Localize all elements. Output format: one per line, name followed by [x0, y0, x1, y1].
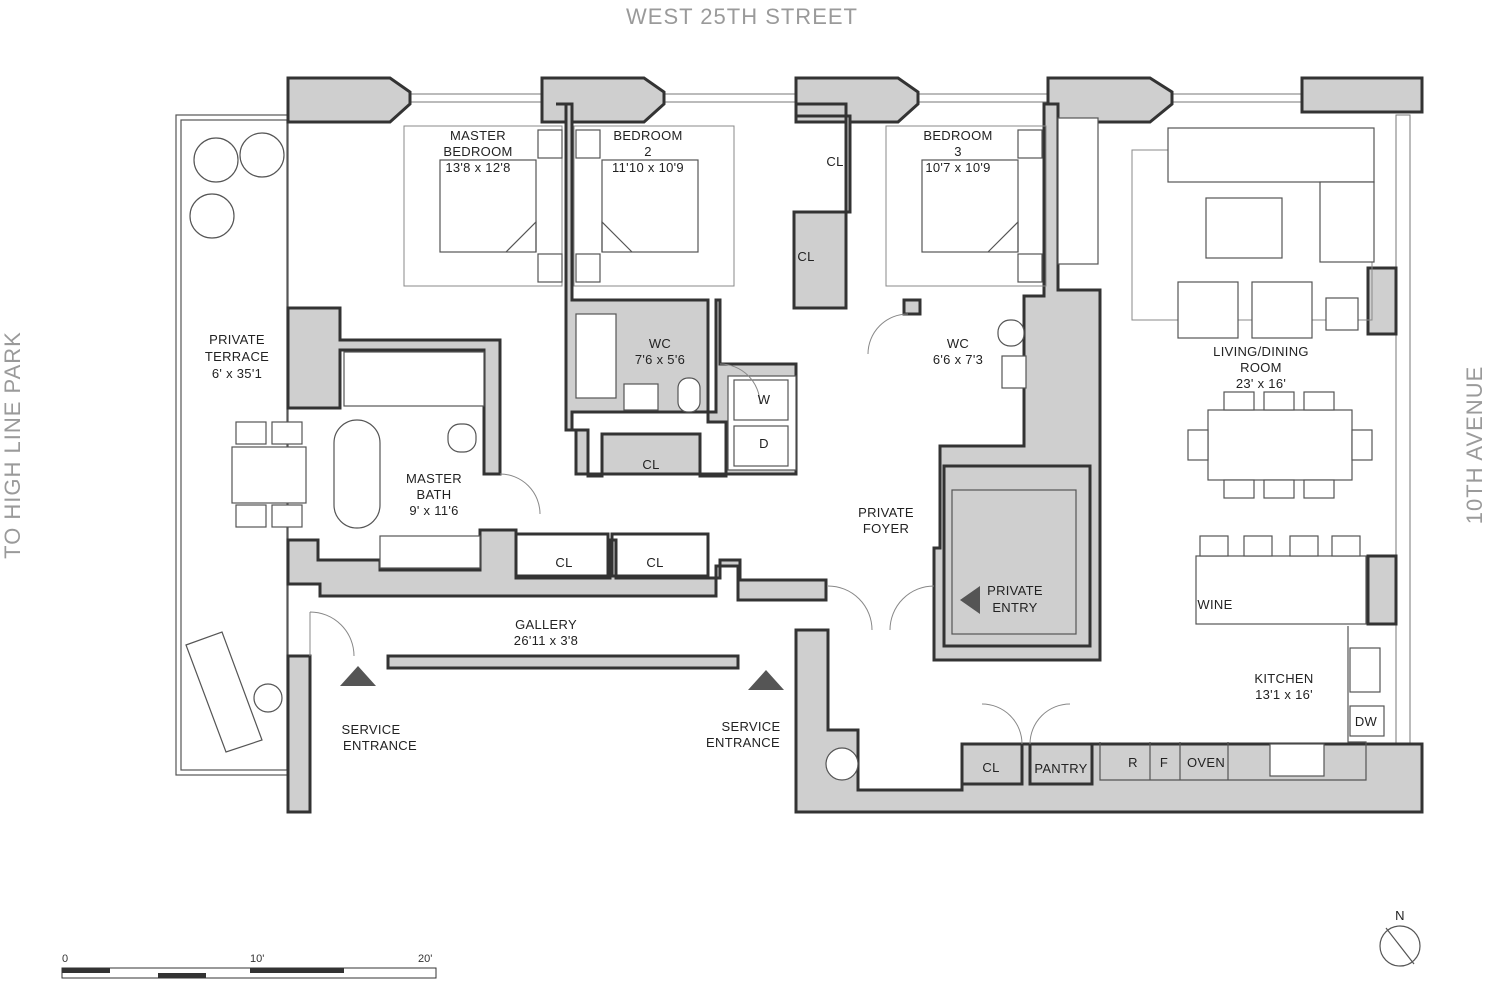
kitchen-dims: 13'1 x 16': [1255, 687, 1313, 702]
wc2-name: WC: [947, 336, 969, 351]
room-master-bedroom: MASTER BEDROOM 13'8 x 12'8: [443, 128, 512, 175]
wc1-dims: 7'6 x 5'6: [635, 352, 685, 367]
street-label-west: TO HIGH LINE PARK: [0, 331, 25, 559]
living-dining-name-2: ROOM: [1240, 360, 1282, 375]
gallery-name: GALLERY: [515, 617, 577, 632]
bedroom3-name-1: BEDROOM: [923, 128, 992, 143]
scale-bar: 0 10' 20': [61, 953, 437, 979]
closet-label-center: CL: [642, 457, 659, 472]
master-bedroom-name-2: BEDROOM: [443, 144, 512, 159]
interior-lines: [309, 117, 1385, 786]
living-dining-dims: 23' x 16': [1236, 376, 1286, 391]
foyer-name-1: PRIVATE: [858, 505, 914, 520]
closet-label-bottom: CL: [982, 760, 999, 775]
terrace-name-1: PRIVATE: [209, 332, 265, 347]
bedroom3-name-2: 3: [954, 144, 962, 159]
wine-label: WINE: [1197, 597, 1232, 612]
oven-label: OVEN: [1187, 755, 1225, 770]
bedroom3-dims: 10'7 x 10'9: [925, 160, 990, 175]
living-dining-name-1: LIVING/DINING: [1213, 344, 1309, 359]
washer-label: W: [758, 392, 771, 407]
bedroom2-name-2: 2: [644, 144, 652, 159]
room-bedroom-2: BEDROOM 2 11'10 x 10'9: [612, 128, 684, 175]
bedroom2-dims: 11'10 x 10'9: [612, 160, 684, 175]
service-entrance-right-name-2: ENTRANCE: [706, 735, 780, 750]
service-entrance-left-name-2: ENTRANCE: [343, 738, 417, 753]
dryer-label: D: [759, 436, 769, 451]
north-arrow-icon: [1385, 927, 1415, 965]
room-living-dining: LIVING/DINING ROOM 23' x 16': [1213, 344, 1309, 391]
service-entrance-left: SERVICE ENTRANCE: [342, 722, 417, 753]
scale-tick-10: 10': [250, 953, 264, 965]
north-label: N: [1395, 908, 1405, 923]
private-entry-name-1: PRIVATE: [987, 583, 1043, 598]
wc1-name: WC: [649, 336, 671, 351]
room-master-bath: MASTER BATH 9' x 11'6: [406, 471, 462, 518]
master-bath-name-2: BATH: [417, 487, 452, 502]
street-label-east: 10TH AVENUE: [1462, 366, 1487, 525]
master-bath-name-1: MASTER: [406, 471, 462, 486]
room-private-entry: PRIVATE ENTRY: [987, 583, 1043, 615]
gallery-dims: 26'11 x 3'8: [514, 633, 578, 648]
service-entrance-left-arrow: [340, 666, 376, 686]
private-terrace-area: [175, 114, 307, 776]
room-private-foyer: PRIVATE FOYER: [858, 505, 914, 536]
wc2-dims: 6'6 x 7'3: [933, 352, 983, 367]
private-entry-arrow: [960, 586, 980, 614]
closet-label-left: CL: [555, 555, 572, 570]
room-kitchen: KITCHEN 13'1 x 16': [1254, 671, 1313, 702]
terrace-dims: 6' x 35'1: [212, 366, 262, 381]
street-label-north: WEST 25TH STREET: [626, 4, 858, 29]
room-wc-2: WC 6'6 x 7'3: [933, 336, 983, 367]
service-entrance-right-name-1: SERVICE: [722, 719, 781, 734]
room-gallery: GALLERY 26'11 x 3'8: [514, 617, 578, 648]
bedroom2-name-1: BEDROOM: [613, 128, 682, 143]
dishwasher-label: DW: [1355, 714, 1378, 729]
master-bedroom-dims: 13'8 x 12'8: [445, 160, 510, 175]
service-entrance-left-name-1: SERVICE: [342, 722, 401, 737]
terrace-name-2: TERRACE: [205, 349, 269, 364]
room-bedroom-3: BEDROOM 3 10'7 x 10'9: [923, 128, 992, 175]
pantry-label: PANTRY: [1034, 761, 1087, 776]
north-arrow: N: [1379, 908, 1421, 967]
refrigerator-label: R: [1128, 755, 1138, 770]
closet-label-top: CL: [826, 154, 843, 169]
foyer-name-2: FOYER: [863, 521, 909, 536]
room-wc-1: WC 7'6 x 5'6: [635, 336, 685, 367]
private-entry-name-2: ENTRY: [992, 600, 1037, 615]
kitchen-name: KITCHEN: [1254, 671, 1313, 686]
scale-tick-20: 20': [418, 953, 432, 965]
service-entrance-right: SERVICE ENTRANCE: [706, 719, 780, 750]
closet-label-mid: CL: [797, 249, 814, 264]
master-bath-dims: 9' x 11'6: [409, 503, 458, 518]
service-entrance-right-arrow: [748, 670, 784, 690]
room-private-terrace: PRIVATE TERRACE 6' x 35'1: [205, 332, 269, 381]
master-bedroom-name-1: MASTER: [450, 128, 506, 143]
freezer-label: F: [1160, 755, 1168, 770]
scale-tick-0: 0: [62, 953, 68, 965]
closet-label-right: CL: [646, 555, 663, 570]
